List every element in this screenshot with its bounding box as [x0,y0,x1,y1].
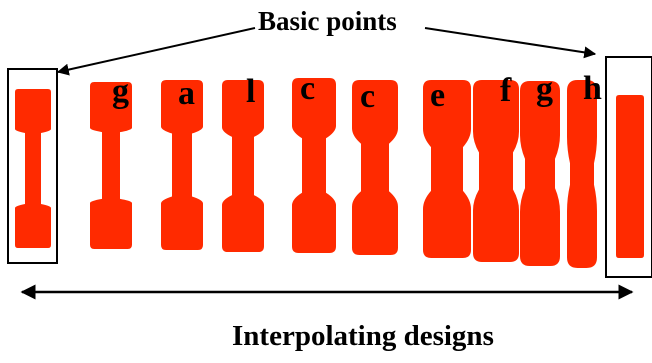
basic-point-left-frame [7,68,58,264]
interpolated-specimen [292,78,336,253]
design-letter: l [246,73,256,110]
interpolated-specimen [90,82,132,249]
interpolated-specimen [567,80,597,268]
design-letter: g [112,73,129,110]
interpolated-specimen [520,81,560,266]
interpolated-specimen [161,80,203,250]
design-letter: c [360,78,376,115]
design-letter: a [178,75,195,112]
basic-point-right-frame [605,56,652,278]
basic-points-arrow-right [424,27,597,59]
basic-point-specimen-right [616,95,644,258]
interpolating-designs-label: Interpolating designs [232,320,494,352]
design-letter: c [300,70,316,107]
basic-points-arrow-left [56,27,256,76]
design-letter: f [500,72,512,109]
interpolated-specimen [423,80,471,258]
interpolated-specimen [473,80,519,262]
interpolated-specimen [352,80,398,255]
design-letter: e [430,77,446,114]
basic-points-label: Basic points [258,6,397,36]
interpolated-specimen [222,80,264,252]
basic-point-specimen-left [15,89,51,248]
specimen-row [15,78,644,268]
design-letter: h [583,70,602,107]
design-letter: g [536,71,553,108]
